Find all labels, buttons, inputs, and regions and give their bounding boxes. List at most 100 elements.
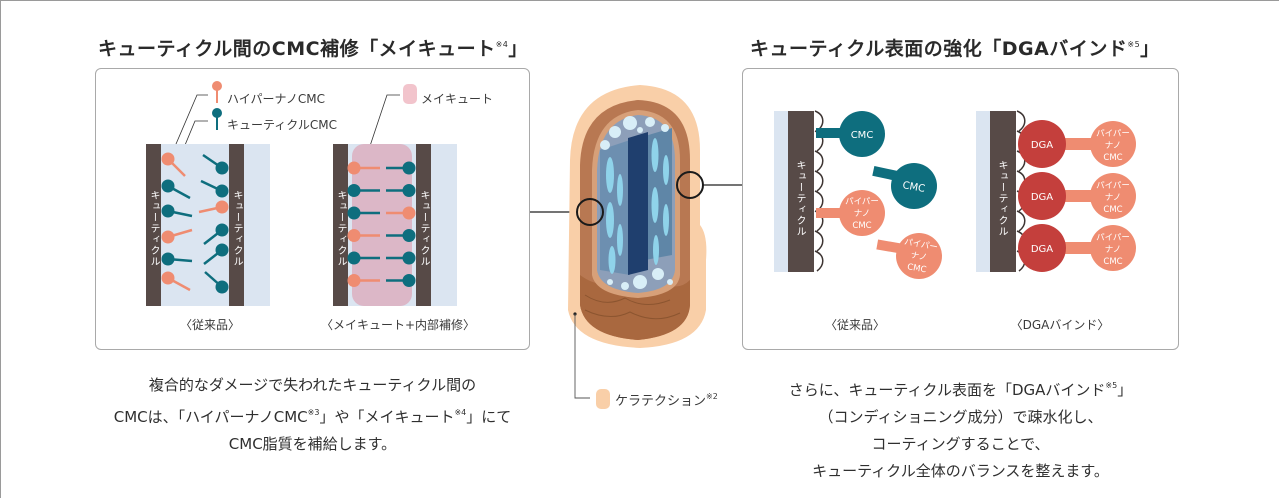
note-marker: ※3 bbox=[307, 408, 320, 417]
legend-hyper-nano-cmc-label: ハイパーナノCMC bbox=[227, 92, 326, 106]
leader-line bbox=[169, 94, 208, 159]
cmc-molecule bbox=[161, 271, 191, 292]
hyper-nano-label-line: CMC bbox=[852, 221, 871, 231]
medulla bbox=[628, 132, 648, 275]
right-description-line: コーティングすることで、 bbox=[871, 435, 1050, 453]
right-section-title: キューティクル表面の強化「DGAバインド※5」 bbox=[750, 34, 1160, 61]
right-description: さらに、キューティクル表面を「DGAバインド※5」 （コンディショニング成分）で… bbox=[742, 372, 1179, 485]
left-description: 複合的なダメージで失われたキューティクル間の CMCは、「ハイパーナノCMC※3… bbox=[95, 372, 530, 458]
left-section-title: キューティクル間のCMC補修「メイキュート※4」 bbox=[98, 34, 528, 61]
cuticle-layer bbox=[788, 111, 814, 272]
text-segment: 」 bbox=[1117, 381, 1133, 399]
leader-line bbox=[367, 94, 400, 153]
left-title-text: キューティクル間のCMC補修「メイキュート bbox=[98, 38, 496, 60]
dga-bind-caption: 〈DGAバインド〉 bbox=[1010, 318, 1110, 332]
hyper-nano-cmc-ball bbox=[896, 233, 942, 279]
cmc-molecule-pair bbox=[347, 206, 416, 220]
cuticle-layer bbox=[333, 144, 348, 306]
legend-hyper-nano-cmc-icon bbox=[212, 81, 222, 103]
note-marker: ※4 bbox=[454, 408, 467, 417]
hyper-nano-label-line: パイパー bbox=[1096, 129, 1130, 139]
magnify-circle bbox=[676, 171, 704, 199]
hyper-nano-label-line: パイパー bbox=[1096, 181, 1130, 191]
cuticle-fiber-curls bbox=[814, 110, 824, 272]
hyper-nano-label-line: CMC bbox=[906, 262, 927, 275]
right-title-text: キューティクル表面の強化「DGAバインド bbox=[750, 38, 1128, 60]
cmc-molecule bbox=[203, 223, 229, 245]
cmc-molecule bbox=[161, 179, 191, 200]
cuticle-vertical-label: キューティクル bbox=[794, 160, 805, 237]
keratection-note: ※2 bbox=[706, 392, 718, 401]
meicute-molecule-rows bbox=[347, 161, 416, 287]
cmc-molecule bbox=[161, 204, 193, 218]
hyper-nano-cmc-ball bbox=[839, 190, 885, 236]
cuticle-vertical-label: キューティクル bbox=[231, 190, 242, 267]
cuticle-vertical-label: キューティクル bbox=[148, 190, 159, 267]
left-description-line: CMCは、「ハイパーナノCMC※3」や「メイキュート※4」にて bbox=[95, 399, 530, 431]
meicute-caption: 〈メイキュート+内部補修〉 bbox=[320, 318, 476, 332]
dga-ball-label: DGA bbox=[1031, 140, 1053, 151]
note-marker: ※5 bbox=[1105, 381, 1118, 390]
dga-ball bbox=[1018, 224, 1066, 272]
cmc-molecule bbox=[161, 228, 193, 244]
hyper-nano-label-line: CMC bbox=[1103, 153, 1122, 163]
meicute-region bbox=[352, 144, 412, 306]
cmc-molecule bbox=[161, 252, 193, 266]
cmc-molecule-pair bbox=[347, 161, 416, 175]
cmc-molecule bbox=[203, 243, 229, 265]
left-description-line: CMC脂質を補給します。 bbox=[228, 435, 397, 453]
legend-cuticle-cmc-icon bbox=[212, 108, 222, 130]
hyper-nano-label-line: パイパー bbox=[1096, 233, 1130, 243]
cuticle-layer bbox=[229, 144, 244, 306]
cmc-molecule bbox=[198, 200, 229, 214]
cmc-molecule-pair bbox=[347, 184, 416, 197]
cmc-molecule bbox=[202, 153, 229, 175]
left-description-line: 複合的なダメージで失われたキューティクル間の bbox=[148, 376, 477, 394]
keratection-label: ケラテクション※2 bbox=[615, 390, 718, 409]
hyper-nano-cmc-ball bbox=[1090, 173, 1136, 219]
cuticle-vertical-label: キューティクル bbox=[996, 160, 1007, 237]
hyper-nano-cmc-ball bbox=[1090, 225, 1136, 271]
hyper-nano-label-line: CMC bbox=[1103, 205, 1122, 215]
text-segment: 」にて bbox=[466, 408, 512, 426]
dga-ball-label: DGA bbox=[1031, 192, 1053, 203]
hyper-nano-label-line: ナノ bbox=[1105, 193, 1122, 203]
right-title-close: 」 bbox=[1140, 38, 1160, 60]
cmc-ball-label: CMC bbox=[851, 130, 874, 141]
conventional-cmc-diagram bbox=[146, 144, 270, 306]
cmc-molecule bbox=[204, 271, 229, 294]
cmc-ball-label: CMC bbox=[902, 180, 926, 195]
hyper-nano-label-line: ナノ bbox=[1105, 245, 1122, 255]
conventional-surface-diagram: CMC CMC パイパー ナノ CMC パイパー ナノ CMC bbox=[774, 110, 942, 279]
cmc-molecule-pair bbox=[347, 274, 416, 287]
left-diagram-svg bbox=[146, 81, 457, 306]
right-description-line: キューティクル全体のバランスを整えます。 bbox=[812, 462, 1109, 480]
hair-cross-section-illustration bbox=[530, 85, 742, 409]
hyper-nano-label-line: CMC bbox=[1103, 257, 1122, 267]
left-title-close: 」 bbox=[508, 38, 528, 60]
left-title-note: ※4 bbox=[495, 40, 509, 49]
right-diagram-svg: CMC CMC パイパー ナノ CMC パイパー ナノ CMC DGAパイパーナ… bbox=[774, 110, 1136, 279]
dga-ball bbox=[1018, 172, 1066, 220]
hyper-nano-label-line: ナノ bbox=[854, 209, 871, 219]
hyper-nano-label-line: ナノ bbox=[910, 251, 928, 264]
dga-ball bbox=[1018, 120, 1066, 168]
cmc-ball bbox=[839, 111, 885, 157]
right-description-line: （コンディショニング成分）で疎水化し、 bbox=[818, 408, 1103, 426]
right-description-line: さらに、キューティクル表面を「DGAバインド※5」 bbox=[742, 372, 1179, 404]
text-segment: さらに、キューティクル表面を「DGAバインド bbox=[788, 381, 1106, 399]
cuticle-vertical-label: キューティクル bbox=[418, 190, 429, 267]
legend-meicute-label: メイキュート bbox=[421, 92, 494, 106]
cmc-ball bbox=[891, 163, 937, 209]
cmc-molecule bbox=[200, 179, 229, 198]
keratection-leader-line bbox=[574, 314, 590, 399]
cmc-molecule-pair bbox=[347, 229, 416, 242]
hyper-nano-label-line: ナノ bbox=[1105, 141, 1122, 151]
magnify-circle bbox=[576, 198, 604, 226]
cuticle-layer bbox=[990, 111, 1016, 272]
text-segment: 」や「メイキュート bbox=[319, 408, 455, 426]
cuticle-layer bbox=[146, 144, 161, 306]
cmc-molecule bbox=[161, 152, 186, 177]
